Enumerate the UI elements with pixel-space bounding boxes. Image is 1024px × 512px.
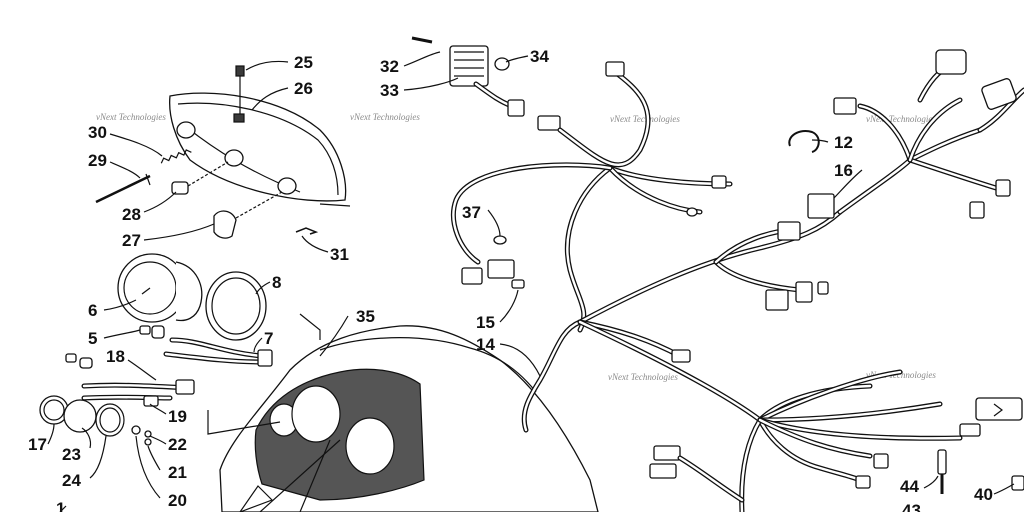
callout-35: 35 [356,307,375,326]
watermark: vNext Technologies [866,370,936,380]
callout-20: 20 [168,491,187,510]
watermark: vNext Technologies [350,112,420,122]
speedometer-gauge [117,253,203,323]
callout-12: 12 [834,133,853,152]
gauge-wiring [65,325,273,446]
headlight-assembly [169,65,351,207]
bulbs-and-clips [171,161,319,239]
callout-19: 19 [168,407,187,426]
callout-16: 16 [834,161,853,180]
callout-43: 43 [902,501,921,512]
callout-25: 25 [294,53,313,72]
callout-44: 44 [900,477,919,496]
main-wiring-harness [450,61,843,433]
voltage-regulator [411,36,561,131]
lower-right-harness [649,369,1024,512]
callout-8: 8 [272,273,281,292]
callout-40: 40 [974,485,993,504]
callout-27: 27 [122,231,141,250]
callout-28: 28 [122,205,141,224]
callout-22: 22 [168,435,187,454]
callout-29: 29 [88,151,107,170]
dash-panel [219,325,599,512]
watermark: vNext Technologies [610,114,680,124]
watermark: vNext Technologies [866,114,936,124]
callout-17: 17 [28,435,47,454]
callout-21: 21 [168,463,187,482]
callout-31: 31 [330,245,349,264]
small-gauge [39,395,125,437]
callout-7: 7 [264,329,273,348]
callout-30: 30 [88,123,107,142]
callout-34: 34 [530,47,549,66]
watermark: vNext Technologies [608,372,678,382]
callout-5: 5 [88,329,97,348]
callout-26: 26 [294,79,313,98]
callout-labels: 25 26 30 29 28 27 31 32 33 34 35 37 15 1… [28,47,993,512]
gauge-bezel [205,271,267,341]
callout-18: 18 [106,347,125,366]
callout-32: 32 [380,57,399,76]
callout-23: 23 [62,445,81,464]
watermark: vNext Technologies [96,112,166,122]
callout-15: 15 [476,313,495,332]
callout-24: 24 [62,471,81,490]
right-harness [788,49,1024,219]
spring-and-rod [95,149,192,204]
callout-14: 14 [476,335,495,354]
callout-1: 1 [56,499,65,512]
callout-37: 37 [462,203,481,222]
callout-33: 33 [380,81,399,100]
callout-6: 6 [88,301,97,320]
leader-lines [47,51,1015,512]
